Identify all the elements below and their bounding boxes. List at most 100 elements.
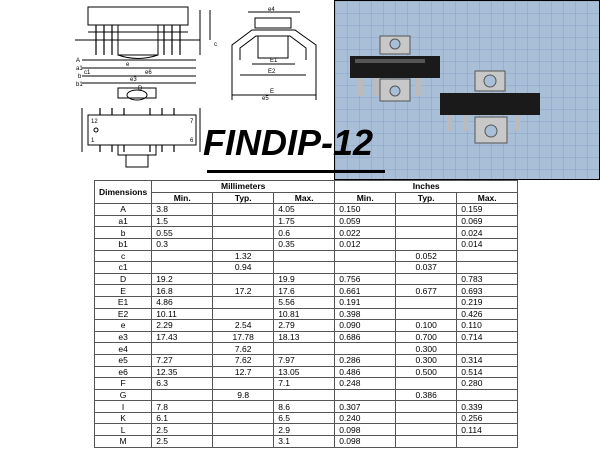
in-min-cell: 0.307 bbox=[334, 400, 397, 413]
label-D: D bbox=[138, 86, 143, 92]
label-e6: e6 bbox=[145, 70, 152, 76]
label-A: A bbox=[76, 58, 80, 64]
in-max-cell: 0.514 bbox=[456, 365, 519, 379]
mm-min-cell: 16.8 bbox=[151, 284, 214, 297]
label-E1: E1 bbox=[270, 58, 278, 64]
subheader-in-typ: Typ. bbox=[395, 191, 458, 205]
package-title: FINDIP-12 bbox=[203, 122, 374, 163]
subheader-mm-max: Max. bbox=[273, 191, 336, 205]
header-inches: Inches bbox=[334, 180, 519, 193]
in-max-cell: 0.014 bbox=[456, 237, 519, 251]
label-e: e bbox=[126, 62, 130, 68]
in-typ-cell: 0.700 bbox=[395, 330, 458, 344]
mm-typ-cell: 7.62 bbox=[212, 342, 275, 355]
label-b: b bbox=[78, 74, 82, 80]
label-e3: e3 bbox=[130, 77, 137, 83]
mm-typ-cell bbox=[212, 423, 275, 437]
in-typ-cell: 0.386 bbox=[395, 388, 458, 402]
mm-max-cell: 1.75 bbox=[273, 214, 336, 228]
mm-typ-cell bbox=[212, 237, 275, 251]
in-typ-cell bbox=[395, 272, 458, 286]
in-typ-cell bbox=[395, 377, 458, 390]
in-min-cell: 0.150 bbox=[334, 203, 397, 216]
dimension-name-cell: M bbox=[93, 435, 153, 448]
in-min-cell: 0.398 bbox=[334, 307, 397, 321]
in-typ-cell: 0.677 bbox=[395, 284, 458, 297]
in-typ-cell bbox=[395, 435, 458, 448]
subheader-mm-typ: Typ. bbox=[212, 191, 275, 205]
mm-min-cell: 1.5 bbox=[151, 214, 214, 228]
in-min-cell: 0.090 bbox=[334, 319, 397, 332]
mm-max-cell: 13.05 bbox=[273, 365, 336, 379]
in-max-cell: 0.426 bbox=[456, 307, 519, 321]
mm-max-cell: 0.35 bbox=[273, 237, 336, 251]
dimension-name-cell: c1 bbox=[93, 261, 153, 274]
component-photo bbox=[334, 0, 600, 180]
dimension-name-cell: e6 bbox=[93, 365, 153, 379]
title-underline bbox=[207, 170, 385, 173]
in-max-cell bbox=[456, 342, 519, 355]
mm-max-cell: 10.81 bbox=[273, 307, 336, 321]
package-drawings: A a1 b b1 c1 e e3 e6 D e4 E c E1 E2 e5 1… bbox=[0, 0, 330, 180]
mm-max-cell bbox=[273, 388, 336, 402]
in-max-cell: 0.024 bbox=[456, 226, 519, 239]
dimensions-table: Dimensions Millimeters Inches Min. Typ. … bbox=[93, 179, 519, 448]
mm-max-cell: 5.56 bbox=[273, 295, 336, 309]
mm-typ-cell bbox=[212, 214, 275, 228]
mm-typ-cell bbox=[212, 226, 275, 239]
in-typ-cell: 0.037 bbox=[395, 261, 458, 274]
mm-typ-cell: 2.54 bbox=[212, 319, 275, 332]
in-max-cell: 0.783 bbox=[456, 272, 519, 286]
mm-max-cell: 8.6 bbox=[273, 400, 336, 413]
in-typ-cell bbox=[395, 226, 458, 239]
dimension-name-cell: e4 bbox=[93, 342, 153, 355]
in-min-cell: 0.686 bbox=[334, 330, 397, 344]
in-typ-cell: 0.300 bbox=[395, 353, 458, 367]
dimension-name-cell: F bbox=[93, 377, 153, 390]
dimension-name-cell: D bbox=[93, 272, 153, 286]
in-typ-cell bbox=[395, 423, 458, 437]
in-max-cell: 0.693 bbox=[456, 284, 519, 297]
subheader-in-min: Min. bbox=[334, 191, 397, 205]
mm-min-cell bbox=[151, 388, 214, 402]
in-typ-cell: 0.052 bbox=[395, 249, 458, 263]
subheader-in-max: Max. bbox=[456, 191, 519, 205]
dimension-name-cell: a1 bbox=[93, 214, 153, 228]
in-typ-cell bbox=[395, 214, 458, 228]
pin-label-1: 1 bbox=[91, 138, 95, 144]
in-min-cell bbox=[334, 249, 397, 263]
dimension-name-cell: e bbox=[93, 319, 153, 332]
dimension-name-cell: E1 bbox=[93, 295, 153, 309]
mm-min-cell: 7.27 bbox=[151, 353, 214, 367]
in-min-cell: 0.756 bbox=[334, 272, 397, 286]
in-max-cell: 0.714 bbox=[456, 330, 519, 344]
in-max-cell: 0.339 bbox=[456, 400, 519, 413]
mm-typ-cell: 1.32 bbox=[212, 249, 275, 263]
mm-min-cell: 0.3 bbox=[151, 237, 214, 251]
in-max-cell bbox=[456, 435, 519, 448]
in-min-cell: 0.098 bbox=[334, 435, 397, 448]
mm-max-cell: 0.6 bbox=[273, 226, 336, 239]
dimension-name-cell: I bbox=[93, 400, 153, 413]
table-header-row: Dimensions Millimeters Inches bbox=[93, 179, 519, 205]
dimension-name-cell: c bbox=[93, 249, 153, 263]
in-typ-cell: 0.300 bbox=[395, 342, 458, 355]
label-c1: c1 bbox=[84, 70, 91, 76]
in-max-cell bbox=[456, 249, 519, 263]
in-typ-cell bbox=[395, 411, 458, 425]
in-min-cell bbox=[334, 342, 397, 355]
label-c: c bbox=[214, 42, 217, 48]
in-min-cell bbox=[334, 261, 397, 274]
in-max-cell: 0.219 bbox=[456, 295, 519, 309]
mm-typ-cell bbox=[212, 400, 275, 413]
in-max-cell bbox=[456, 388, 519, 402]
